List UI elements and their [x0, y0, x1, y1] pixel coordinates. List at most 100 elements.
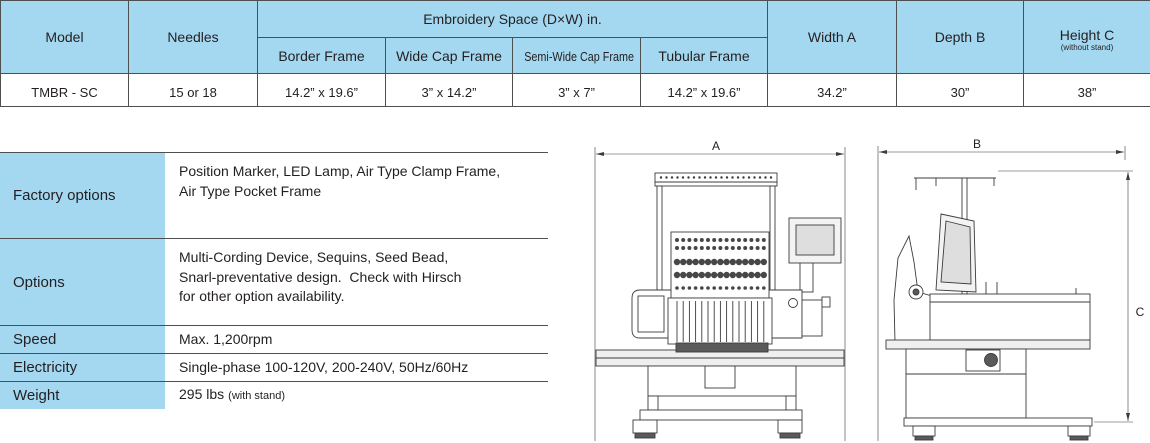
factory-options-label: Factory options: [0, 153, 165, 238]
height-c-header-note: (without stand): [1060, 43, 1114, 52]
dimension-label-a: A: [712, 139, 720, 153]
stand-foot-pad-left: [634, 432, 656, 439]
tension-knob: [686, 271, 693, 279]
tension-knob: [723, 258, 730, 266]
tension-knob: [723, 271, 730, 279]
stand-foot-right: [777, 419, 803, 434]
dimension-arrow-a-left: [596, 152, 604, 156]
tension-knob: [718, 238, 723, 242]
tension-knob: [675, 246, 679, 250]
embroidery-space-header: Embroidery Space (D×W) in.: [257, 0, 768, 38]
thread-guide-hole: [676, 176, 679, 179]
specifications-table: Model Needles Embroidery Space (D×W) in.…: [0, 0, 1150, 107]
tension-knob: [687, 238, 692, 242]
options-label: Options: [0, 239, 165, 325]
thread-guide-hole: [731, 176, 734, 179]
subheader-row: Border Frame Wide Cap Frame Semi-Wide Ca…: [1, 37, 1150, 74]
stand-leg-left: [647, 395, 659, 411]
tension-knob: [755, 238, 760, 242]
tension-knob: [711, 271, 718, 279]
factory-options-value: Position Marker, LED Lamp, Air Type Clam…: [165, 153, 548, 238]
weight-value: 295 lbs(with stand): [165, 382, 548, 409]
thread-guide-hole: [703, 176, 707, 179]
tension-knob: [731, 286, 735, 290]
tension-knob: [743, 246, 748, 250]
side-machine-body: [929, 293, 1091, 341]
speed-label: Speed: [0, 326, 165, 353]
tension-knob: [742, 258, 749, 266]
stand-foot-left: [632, 419, 658, 434]
side-thread-guide-hooks: [915, 178, 995, 190]
options-line: for other option availability.: [179, 288, 345, 304]
side-stand-bottom-rail: [903, 417, 1093, 427]
tension-knob: [681, 246, 686, 250]
dimension-arrow-c-bottom: [1126, 413, 1130, 421]
thread-guide-hole: [687, 176, 690, 179]
tension-knob: [743, 238, 748, 242]
tension-knob: [724, 246, 729, 250]
electricity-value: Single-phase 100-120V, 200-240V, 50Hz/60…: [165, 354, 548, 381]
tension-knob: [717, 258, 724, 266]
width-a-header: Width A: [767, 0, 897, 74]
tension-knob: [748, 271, 755, 279]
side-stand-foot-rear: [1067, 425, 1091, 437]
tension-knob: [712, 238, 717, 242]
semi-wide-cap-frame-label: Semi-Wide Cap Frame: [524, 48, 634, 64]
height-c-header-label: Height C: [1059, 27, 1115, 43]
tension-knob: [755, 286, 760, 290]
tension-knob: [675, 286, 679, 290]
model-cell: TMBR - SC: [0, 73, 129, 107]
options-row-electricity: Electricity Single-phase 100-120V, 200-2…: [0, 353, 548, 381]
tension-knob: [737, 246, 741, 250]
side-motor-pulley: [984, 353, 998, 367]
stand-leg-right: [785, 395, 797, 411]
tension-knob: [711, 258, 718, 266]
thread-stand-post-right: [769, 185, 776, 291]
tension-knob: [761, 238, 766, 242]
tension-knob: [762, 286, 766, 290]
tension-knob: [749, 286, 754, 290]
semi-wide-cap-frame-header: Semi-Wide Cap Frame: [512, 37, 641, 74]
thread-guide-hole: [670, 176, 674, 179]
tension-knob: [755, 246, 760, 250]
tension-knob: [729, 258, 736, 266]
tension-knob: [681, 238, 686, 242]
tension-knob: [724, 238, 729, 242]
needle-plate-band: [675, 342, 769, 353]
tension-knob: [717, 271, 724, 279]
tension-knob: [749, 246, 754, 250]
front-view-drawing: A: [594, 139, 846, 441]
tension-knob: [730, 246, 735, 250]
side-stand-foot-front: [912, 425, 936, 437]
weight-label: Weight: [0, 382, 165, 409]
thread-guide-hole: [753, 176, 756, 179]
tension-knob: [693, 286, 698, 290]
control-panel-screen: [795, 224, 835, 256]
needle-bars: [676, 301, 765, 342]
stand-center-block: [704, 365, 736, 389]
tubular-frame-header: Tubular Frame: [640, 37, 768, 74]
dimension-arrow-b-left: [879, 150, 887, 154]
side-work-table: [885, 339, 1091, 350]
thread-guide-hole: [720, 176, 723, 179]
height-c-header: Height C (without stand): [1023, 0, 1150, 74]
tension-knob: [687, 286, 692, 290]
tension-knob: [761, 246, 766, 250]
options-value: Multi-Cording Device, Sequins, Seed Bead…: [165, 239, 548, 325]
options-table: Factory options Position Marker, LED Lam…: [0, 152, 548, 409]
options-row-weight: Weight 295 lbs(with stand): [0, 381, 548, 409]
tension-knob: [675, 238, 679, 242]
depth-b-header: Depth B: [896, 0, 1024, 74]
options-line: Snarl-preventative design. Check with Hi…: [179, 268, 462, 285]
stand-foot-pad-right: [779, 432, 801, 439]
tension-knob: [673, 258, 681, 266]
machine-technical-drawings: A B: [594, 137, 1145, 441]
machine-arm-right: [801, 299, 823, 337]
thread-guide-hole: [714, 176, 718, 179]
thread-guide-hole: [747, 176, 751, 179]
needles-header: Needles: [128, 0, 258, 74]
tension-knob: [699, 238, 704, 242]
tension-knob: [735, 258, 743, 266]
thread-guide-hole: [725, 176, 729, 179]
stand-bottom-rail: [639, 409, 803, 421]
